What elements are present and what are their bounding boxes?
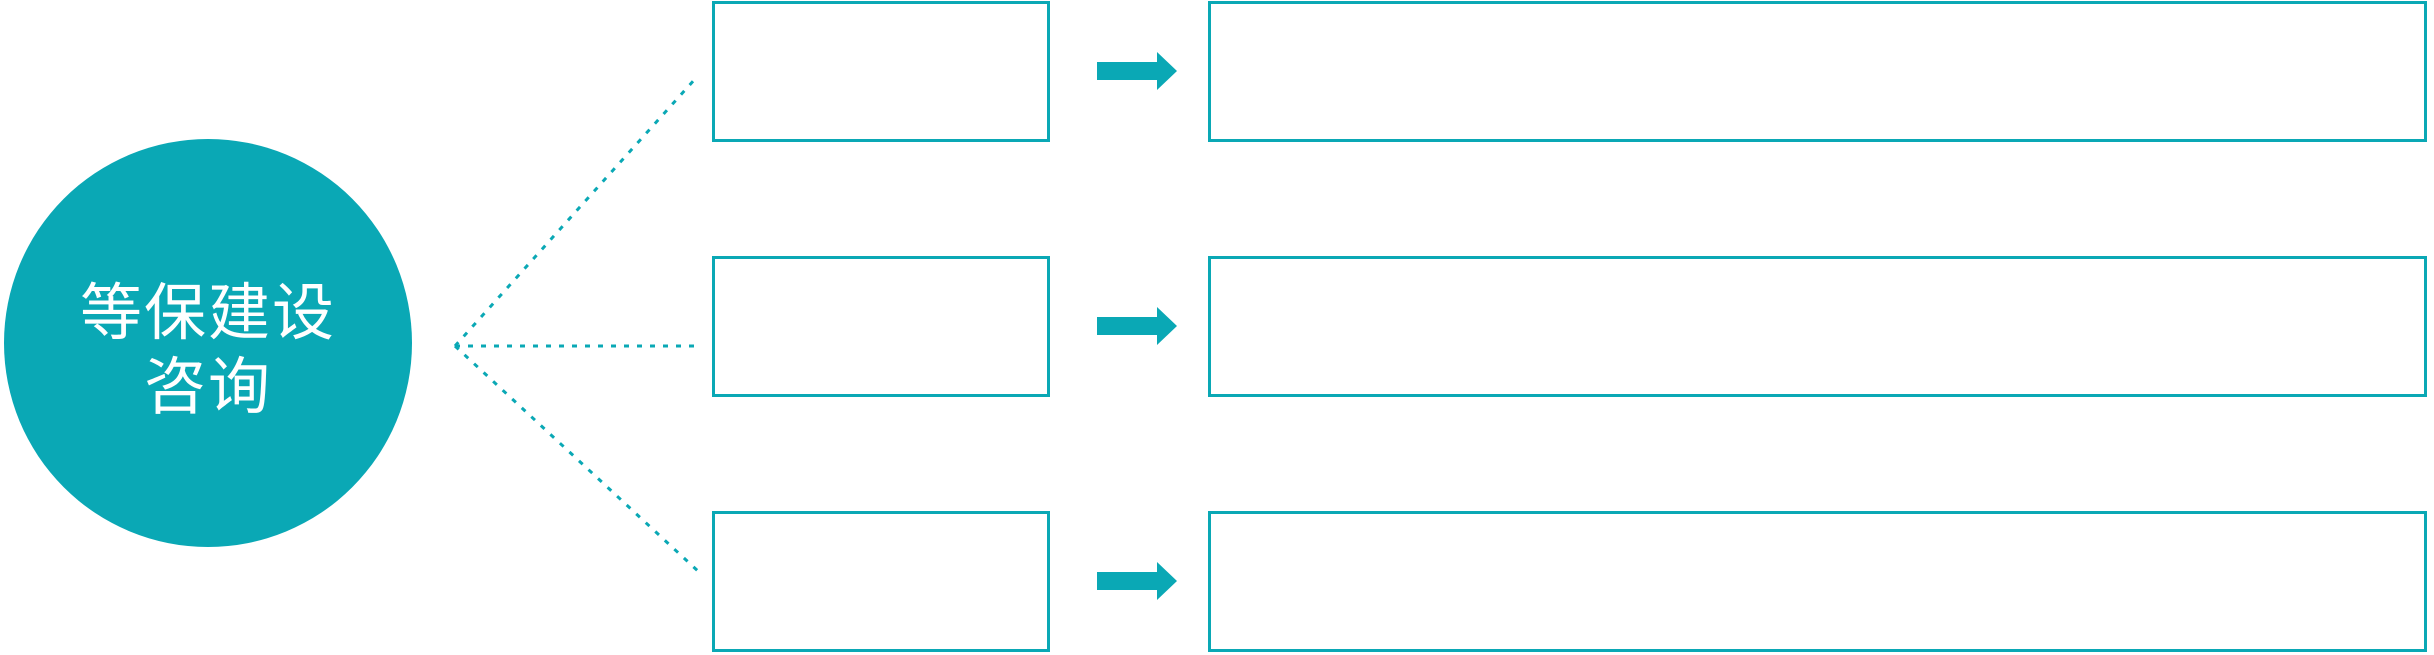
step-box-3-label — [715, 514, 1047, 649]
hub-label-line1: 等保建设 — [79, 279, 336, 348]
step-box-1 — [712, 1, 1050, 142]
step-box-1-label — [715, 4, 1047, 139]
connector-line-bottom — [453, 344, 701, 574]
detail-panel-1 — [1208, 1, 2427, 142]
detail-panel-2 — [1208, 256, 2427, 397]
right-arrow-icon — [1097, 52, 1177, 90]
detail-panel-2-label — [1211, 259, 2424, 394]
step-box-3 — [712, 511, 1050, 652]
connector-line-top — [453, 77, 697, 348]
right-arrow-icon — [1097, 307, 1177, 345]
step-box-2-label — [715, 259, 1047, 394]
hub-label-line2: 咨询 — [143, 353, 272, 422]
detail-panel-3-label — [1211, 514, 2424, 649]
right-arrow-icon — [1097, 562, 1177, 600]
step-box-2 — [712, 256, 1050, 397]
hub-circle: 等保建设 咨询 — [4, 139, 412, 547]
detail-panel-3 — [1208, 511, 2427, 652]
detail-panel-1-label — [1211, 4, 2424, 139]
